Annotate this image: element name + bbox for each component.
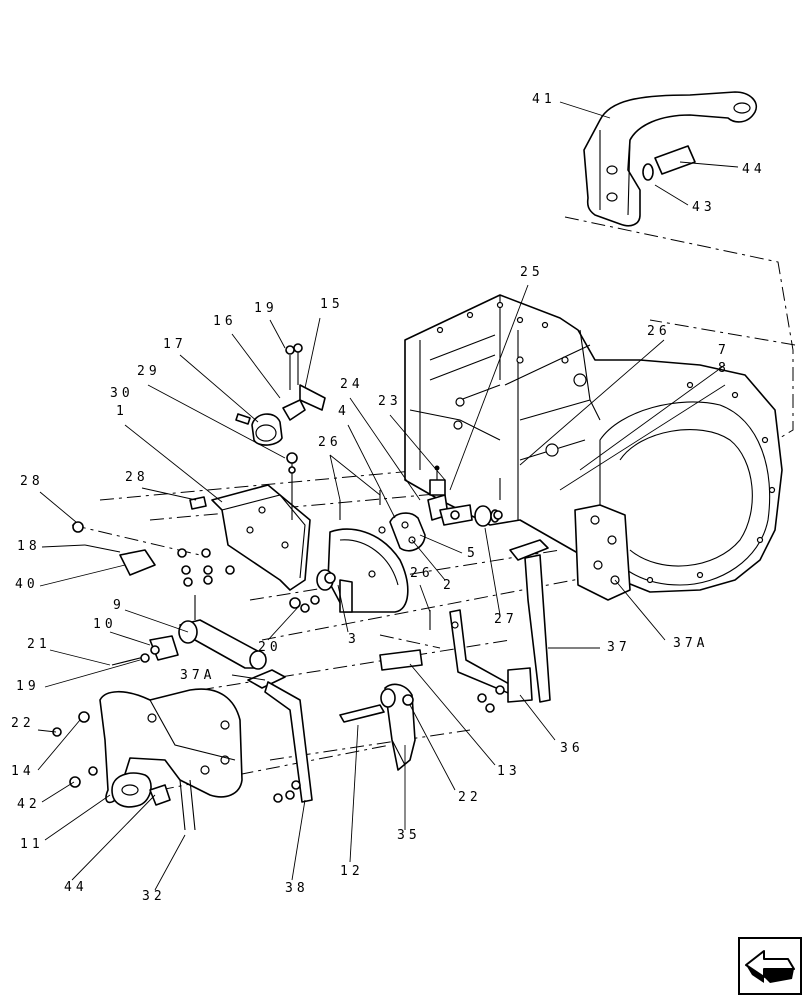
callout-c40: 40 [15, 577, 39, 592]
callout-c21: 21 [27, 637, 51, 652]
callout-c36: 36 [560, 741, 584, 756]
callout-c29: 29 [137, 364, 161, 379]
callout-c22b: 22 [458, 790, 482, 805]
callout-c5: 5 [467, 546, 479, 561]
callout-c41: 41 [532, 92, 556, 107]
callout-c14: 14 [11, 764, 35, 779]
mounting-bracket [189, 343, 326, 591]
callout-c27: 27 [494, 612, 518, 627]
callout-c37Aa: 37A [673, 636, 708, 651]
callout-c9: 9 [113, 598, 125, 613]
callout-c43: 43 [692, 200, 716, 215]
callout-c8: 8 [718, 361, 730, 376]
callout-c42: 42 [17, 797, 41, 812]
upper-steering-arm [583, 91, 757, 227]
link-arm [111, 595, 267, 670]
callout-c19a: 19 [254, 301, 278, 316]
callout-c30: 30 [110, 386, 134, 401]
callout-c23: 23 [378, 394, 402, 409]
callout-c28b: 28 [20, 474, 44, 489]
callout-c20: 20 [258, 640, 282, 655]
next-page-arrow-icon[interactable] [738, 937, 802, 995]
callout-c35: 35 [397, 828, 421, 843]
transmission-housing [404, 294, 783, 601]
actuator-cylinder [72, 521, 235, 587]
callout-c18: 18 [17, 539, 41, 554]
callout-c1: 1 [116, 404, 128, 419]
callout-c7: 7 [718, 343, 730, 358]
callout-c13: 13 [497, 764, 521, 779]
callout-c28a: 28 [125, 470, 149, 485]
arrow-icon [745, 950, 795, 983]
callout-c26b: 26 [318, 435, 342, 450]
callout-c15: 15 [320, 297, 344, 312]
callout-c17: 17 [163, 337, 187, 352]
leader-lines [37, 101, 739, 891]
coupling-assembly [378, 465, 500, 552]
callout-c24: 24 [340, 377, 364, 392]
callout-c44a: 44 [742, 162, 766, 177]
callout-c37: 37 [607, 640, 631, 655]
callout-c11: 11 [20, 837, 44, 852]
callout-c16: 16 [213, 314, 237, 329]
callout-c25: 25 [520, 265, 544, 280]
callout-c44b: 44 [64, 880, 88, 895]
callout-c26c: 26 [410, 566, 434, 581]
callout-c3: 3 [348, 632, 360, 647]
callout-c38: 38 [285, 881, 309, 896]
callout-c19b: 19 [16, 679, 40, 694]
callout-c37Ab: 37A [180, 668, 215, 683]
pedal-support-bracket [52, 688, 243, 831]
callout-c12: 12 [340, 864, 364, 879]
fasteners [289, 478, 503, 630]
callout-c22a: 22 [11, 716, 35, 731]
callout-c26a: 26 [647, 324, 671, 339]
callout-c2: 2 [443, 578, 455, 593]
brake-pedal-left [247, 669, 313, 803]
callout-c4: 4 [338, 404, 350, 419]
pedal-shaft [339, 683, 416, 771]
pedal-back-plate [316, 528, 409, 613]
callout-c10: 10 [93, 617, 117, 632]
callout-c32: 32 [142, 889, 166, 904]
brake-pedal-right [379, 539, 551, 713]
